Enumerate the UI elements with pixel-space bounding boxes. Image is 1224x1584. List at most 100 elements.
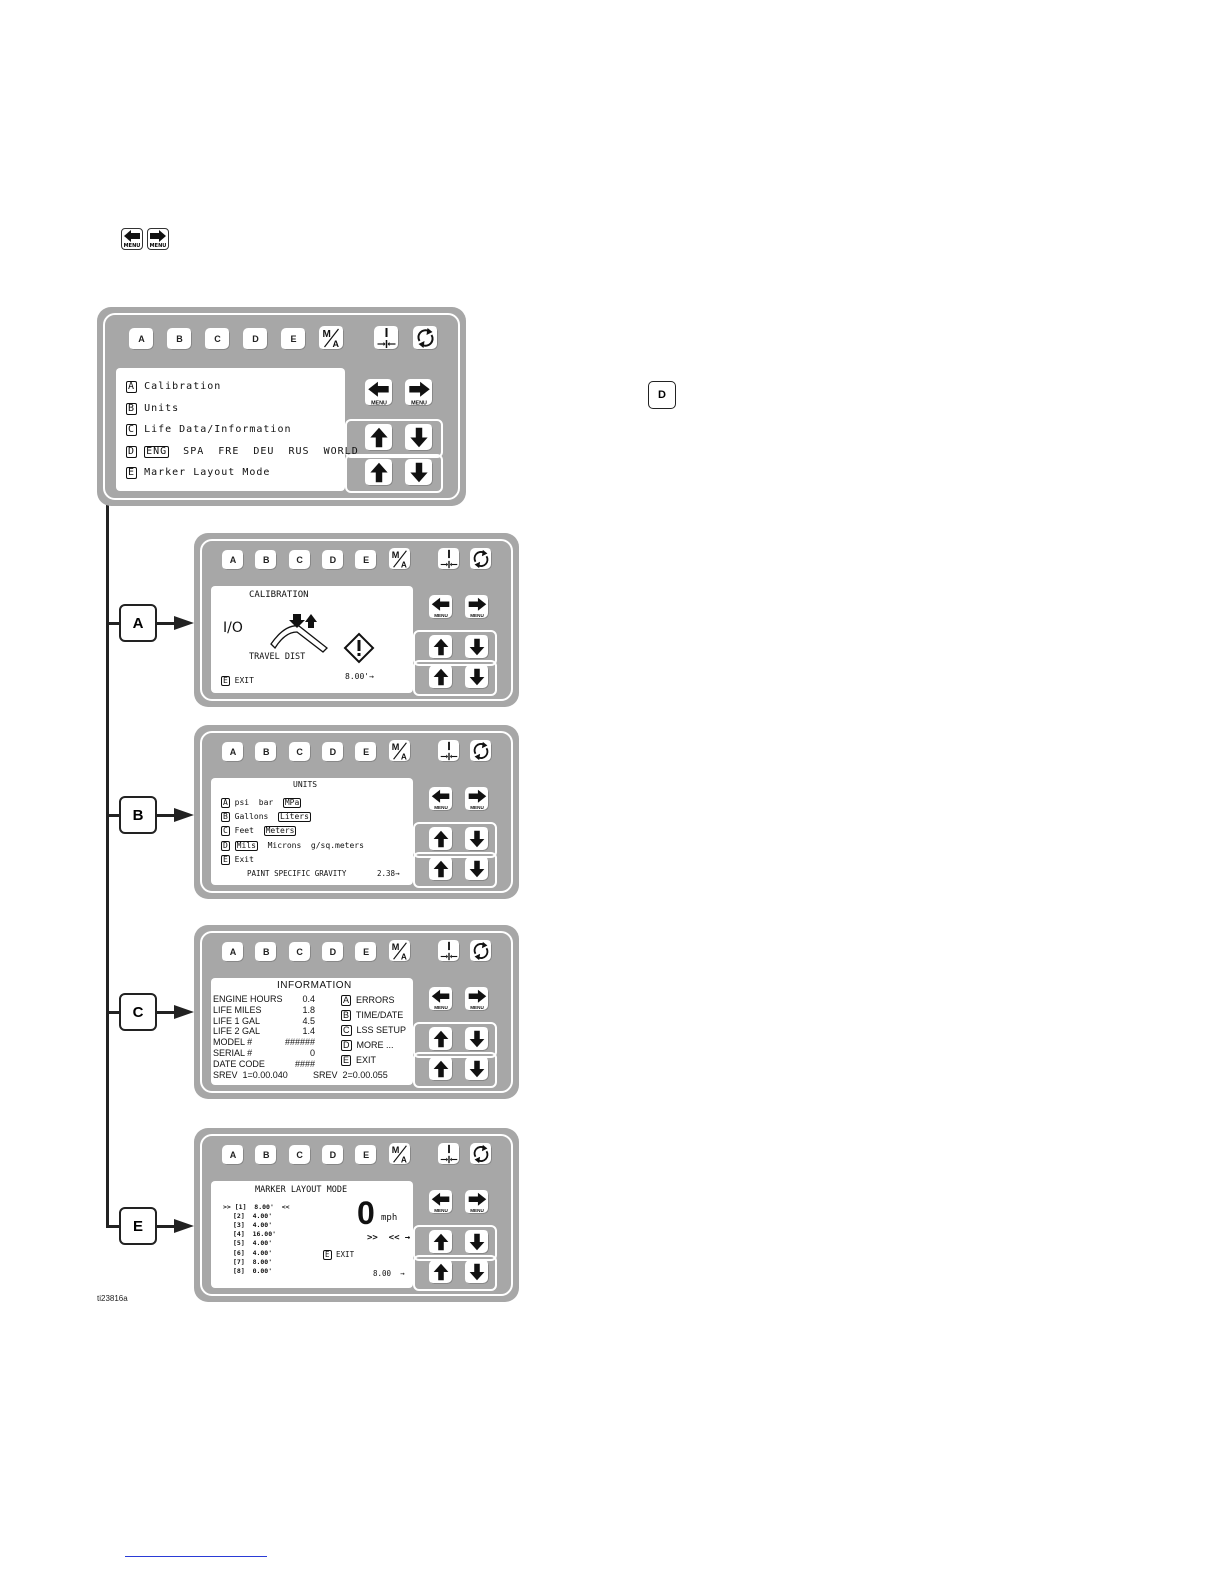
units-row-a[interactable]: A psi bar MPa: [221, 798, 311, 808]
up-button-1[interactable]: [429, 1027, 453, 1051]
menu-item-label: Calibration: [144, 381, 222, 392]
reset-button[interactable]: [413, 326, 438, 350]
panel-button-d[interactable]: D: [321, 742, 344, 762]
menu-right-button[interactable]: MENU: [465, 1190, 489, 1214]
panel-button-c[interactable]: C: [288, 1145, 311, 1165]
up-button-1[interactable]: [429, 635, 453, 659]
control-row-outline: [413, 822, 497, 858]
info-option-d[interactable]: D MORE ...: [341, 1040, 394, 1051]
panel-button-a[interactable]: A: [222, 742, 244, 762]
info-value: 1.8: [302, 1004, 315, 1015]
panel-button-c[interactable]: C: [288, 942, 311, 962]
right-arrow-icon: MENU: [468, 989, 487, 1010]
reset-button[interactable]: [470, 1143, 492, 1165]
panel-button-d[interactable]: D: [243, 328, 268, 350]
panel-button-a[interactable]: A: [222, 942, 244, 962]
panel-button-c[interactable]: C: [288, 550, 311, 570]
panel-button-a[interactable]: A: [222, 1145, 244, 1165]
panel-button-a[interactable]: A: [222, 550, 244, 570]
prime-button[interactable]: [438, 940, 460, 962]
panel-button-a[interactable]: A: [129, 328, 154, 350]
panel-button-b[interactable]: B: [255, 742, 278, 762]
menu-left-button[interactable]: MENU: [429, 1190, 453, 1214]
panel-button-d[interactable]: D: [321, 942, 344, 962]
info-value: ######: [284, 1037, 315, 1048]
unit-option: Gallons: [234, 812, 269, 822]
menu-right-button[interactable]: MENU: [465, 987, 489, 1011]
down-arrow-icon: [469, 1060, 485, 1078]
down-button-2[interactable]: [465, 665, 489, 689]
panel-button-c[interactable]: C: [288, 742, 311, 762]
menu-item-b[interactable]: B Units: [126, 402, 179, 415]
up-button-2[interactable]: [429, 857, 453, 881]
up-button-1[interactable]: [365, 424, 393, 451]
info-option-b[interactable]: B TIME/DATE: [341, 1010, 403, 1021]
menu-label: MENU: [470, 613, 484, 618]
up-button-2[interactable]: [429, 1260, 453, 1284]
exit-option[interactable]: E EXIT: [323, 1250, 354, 1260]
panel-button-b[interactable]: B: [167, 328, 192, 350]
exit-option[interactable]: E EXIT: [221, 676, 254, 686]
info-option-e[interactable]: E EXIT: [341, 1055, 376, 1066]
down-button-2[interactable]: [465, 1057, 489, 1081]
panel-button-b[interactable]: B: [255, 550, 278, 570]
down-button-1[interactable]: [465, 1027, 489, 1051]
down-button-1[interactable]: [465, 827, 489, 851]
down-button-1[interactable]: [405, 424, 433, 451]
down-button-2[interactable]: [465, 857, 489, 881]
down-button-1[interactable]: [465, 1230, 489, 1254]
panel-button-c[interactable]: C: [205, 328, 230, 350]
panel-button-e[interactable]: E: [355, 742, 378, 762]
down-button-2[interactable]: [405, 459, 433, 486]
warning-icon: [343, 632, 375, 668]
menu-item-a[interactable]: A Calibration: [126, 381, 221, 393]
menu-left-button[interactable]: MENU: [365, 379, 393, 406]
down-button-1[interactable]: [465, 635, 489, 659]
menu-key-c: C: [126, 424, 138, 436]
units-row-c[interactable]: C Feet Meters: [221, 826, 306, 837]
up-arrow-icon: [433, 1263, 449, 1281]
panel-button-e[interactable]: E: [355, 942, 378, 962]
menu-item-e[interactable]: E Marker Layout Mode: [126, 467, 270, 479]
up-button-2[interactable]: [365, 459, 393, 486]
menu-right-button[interactable]: MENU: [465, 595, 489, 619]
panel-button-e[interactable]: E: [281, 328, 306, 350]
units-row-d[interactable]: D Mils Microns g/sq.meters: [221, 840, 374, 851]
panel-button-b[interactable]: B: [255, 1145, 278, 1165]
panel-button-d[interactable]: D: [321, 1145, 344, 1165]
down-button-2[interactable]: [465, 1260, 489, 1284]
menu-left-button[interactable]: MENU: [429, 595, 453, 619]
auto-manual-icon: MA: [391, 1145, 406, 1164]
unit-option: Microns: [267, 840, 302, 850]
panel-button-e[interactable]: E: [355, 1145, 378, 1165]
menu-right-button[interactable]: MENU: [465, 787, 489, 811]
menu-left-button[interactable]: MENU: [429, 987, 453, 1011]
up-button-2[interactable]: [429, 665, 453, 689]
reset-button[interactable]: [470, 548, 492, 570]
menu-item-d[interactable]: D ENG SPA FRE DEU RUS WORLD: [126, 445, 373, 458]
prime-button[interactable]: [438, 548, 460, 570]
up-button-2[interactable]: [429, 1057, 453, 1081]
prime-button[interactable]: [374, 326, 399, 350]
menu-item-c[interactable]: C Life Data/Information: [126, 424, 292, 436]
prime-button[interactable]: [438, 1143, 460, 1165]
units-row-b[interactable]: B Gallons Liters: [221, 812, 321, 823]
panel-button-b[interactable]: B: [255, 942, 278, 962]
prime-button[interactable]: [438, 740, 460, 762]
up-button-1[interactable]: [429, 827, 453, 851]
panel-button-e[interactable]: E: [355, 550, 378, 570]
reset-button[interactable]: [470, 740, 492, 762]
reset-button[interactable]: [470, 940, 492, 962]
up-button-1[interactable]: [429, 1230, 453, 1254]
info-option-c[interactable]: C LSS SETUP: [341, 1025, 406, 1036]
menu-left-button[interactable]: MENU: [429, 787, 453, 811]
menu-right-button[interactable]: MENU: [405, 379, 433, 406]
units-row-e[interactable]: E Exit: [221, 854, 264, 865]
info-option-a[interactable]: A ERRORS: [341, 995, 395, 1006]
panel-button-d[interactable]: D: [321, 550, 344, 570]
